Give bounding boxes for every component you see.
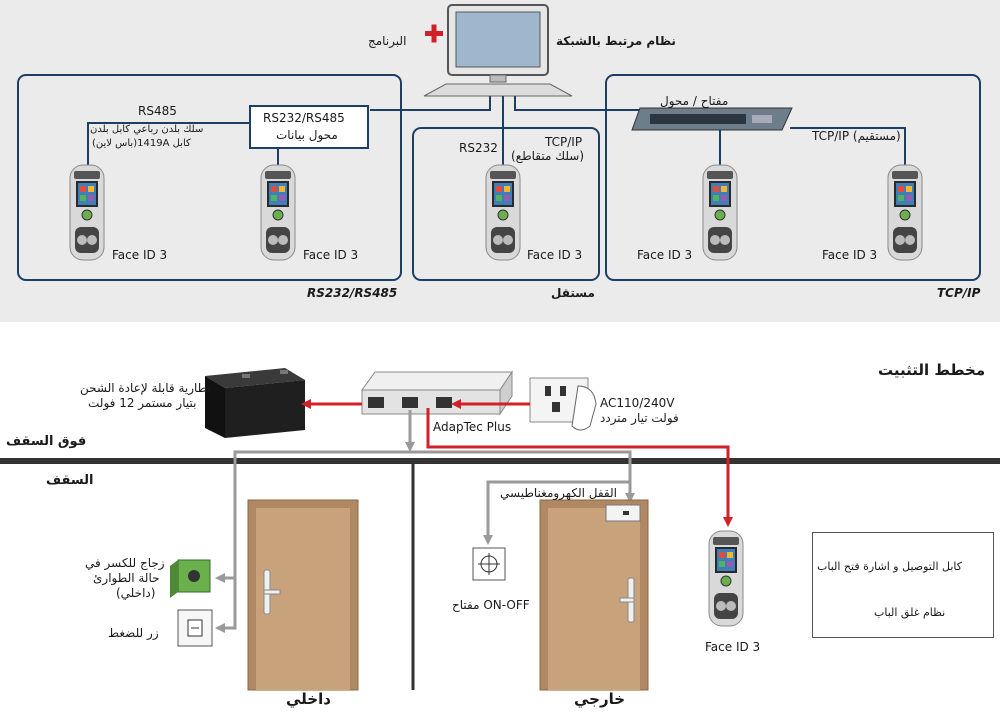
converter-label-1: RS232/RS485 bbox=[263, 111, 345, 125]
inside-door bbox=[247, 499, 359, 691]
onoff-switch-icon bbox=[472, 547, 506, 581]
battery-label-1: بطارية قابلة لإعادة الشحن bbox=[80, 381, 211, 395]
power-label-2: فولت تيار متردد bbox=[600, 411, 679, 425]
network-switch-icon bbox=[631, 107, 793, 131]
group-label-tcpip: TCP/IP bbox=[937, 286, 981, 300]
device-label-2: Face ID 3 bbox=[303, 248, 359, 262]
battery-icon bbox=[205, 368, 305, 438]
inside-label: داخلي bbox=[286, 690, 331, 708]
battery-label-2: بتيار مستمر 12 فولت bbox=[88, 396, 197, 410]
installation-title: مخطط التثبيت bbox=[878, 361, 986, 379]
group-label-standalone: مستقل bbox=[551, 286, 595, 300]
tcpip-straight-label: TCP/IP (مستقيم) bbox=[812, 129, 901, 143]
computer-icon bbox=[423, 4, 573, 97]
glass-label-1: زجاج للكسر في bbox=[85, 556, 165, 570]
outside-device-label: Face ID 3 bbox=[705, 640, 761, 654]
rs485-label: RS485 bbox=[138, 104, 177, 118]
push-button-label: زر للضغط bbox=[108, 626, 159, 640]
group-label-rs: RS232/RS485 bbox=[307, 286, 398, 300]
adaptec-plus-device bbox=[361, 370, 513, 416]
above-ceiling-label: فوق السقف bbox=[6, 434, 87, 449]
standalone-group-frame bbox=[412, 127, 600, 281]
glass-label-2: حالة الطوارئ bbox=[93, 571, 160, 585]
data-converter-box bbox=[249, 105, 369, 149]
plus-icon bbox=[425, 24, 443, 43]
tcpip-group-frame bbox=[605, 74, 981, 281]
adaptec-label: AdapTec Plus bbox=[433, 420, 512, 434]
face-id-device-5 bbox=[887, 164, 923, 261]
glass-label-3: (داخلي) bbox=[116, 586, 156, 600]
switch-label: مفتاح / محول bbox=[660, 94, 729, 108]
networked-system-label: نظام مرتبط بالشبكة bbox=[556, 34, 676, 48]
software-label: البرنامج bbox=[368, 34, 407, 48]
power-socket-icon bbox=[529, 377, 597, 431]
outside-door bbox=[539, 499, 649, 691]
rs485-cable-note-1: سلك بلدن رباعي كابل بلدن bbox=[90, 124, 204, 135]
device-label-5: Face ID 3 bbox=[822, 248, 878, 262]
face-id-device-2 bbox=[260, 164, 296, 261]
tcpip-cross-label-2: (سلك متقاطع) bbox=[511, 149, 585, 163]
face-id-device-1 bbox=[69, 164, 105, 261]
power-label-1: AC110/240V bbox=[600, 396, 675, 410]
legend-box bbox=[812, 532, 994, 638]
outside-label: خارجي bbox=[574, 690, 626, 708]
device-label-1: Face ID 3 bbox=[112, 248, 168, 262]
push-button-icon bbox=[177, 609, 213, 647]
face-id-device-3 bbox=[485, 164, 521, 261]
device-label-4: Face ID 3 bbox=[637, 248, 693, 262]
break-glass-icon bbox=[170, 559, 211, 598]
device-label-3: Face ID 3 bbox=[527, 248, 583, 262]
tcpip-cross-label-1: TCP/IP bbox=[545, 135, 583, 149]
ceiling-label: السقف bbox=[46, 473, 94, 488]
rs232-rs485-group-frame bbox=[17, 74, 402, 281]
rs485-cable-note-2: كابل 1419A(باس لاين) bbox=[92, 138, 191, 149]
face-id-device-4 bbox=[702, 164, 738, 261]
magnetic-lock-label: القفل الكهرومغناطيسي bbox=[500, 486, 617, 500]
legend-red-label: كابل التوصيل و اشارة فتح الباب bbox=[817, 560, 962, 573]
legend-gray-label: نظام غلق الباب bbox=[874, 606, 946, 619]
face-id-outside-device bbox=[708, 530, 744, 627]
onoff-switch-label: ON-OFF مفتاح bbox=[452, 598, 530, 612]
converter-label-2: محول بيانات bbox=[276, 128, 338, 142]
rs232-label: RS232 bbox=[459, 141, 498, 155]
